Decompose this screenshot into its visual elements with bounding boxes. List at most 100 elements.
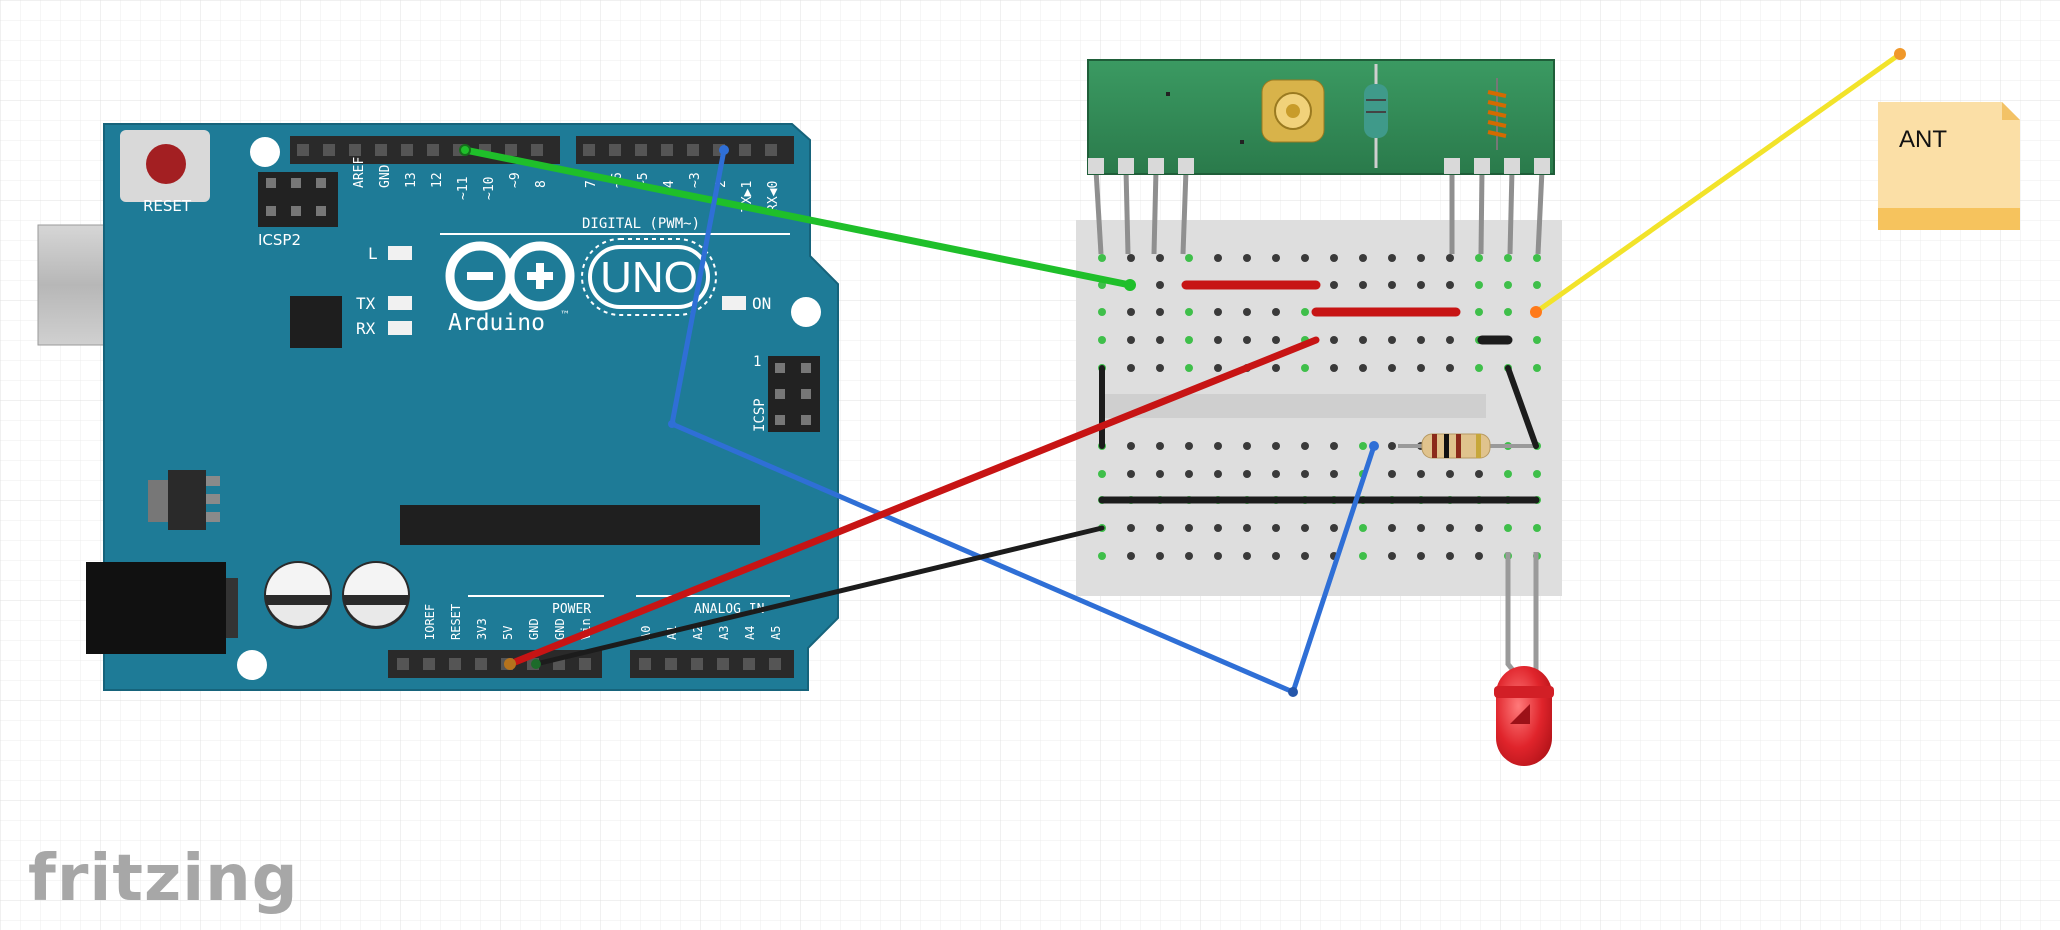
breadboard-hole bbox=[1301, 254, 1309, 262]
pin-label-a2: A2 bbox=[691, 626, 705, 640]
breadboard-hole bbox=[1388, 364, 1396, 372]
resistor[interactable] bbox=[1398, 433, 1536, 459]
breadboard-hole bbox=[1359, 281, 1367, 289]
breadboard-hole bbox=[1446, 254, 1454, 262]
breadboard-hole bbox=[1156, 308, 1164, 316]
board-pcb bbox=[103, 123, 839, 691]
breadboard-hole bbox=[1388, 442, 1396, 450]
red-led[interactable] bbox=[1494, 552, 1554, 766]
icsp2-label: ICSP2 bbox=[258, 231, 301, 249]
pin-label-reset: RESET bbox=[449, 604, 463, 640]
led-rx bbox=[388, 321, 412, 335]
reset-button-cap[interactable] bbox=[146, 144, 186, 184]
breadboard-hole bbox=[1504, 470, 1512, 478]
breadboard-hole bbox=[1504, 281, 1512, 289]
breadboard-hole bbox=[1533, 254, 1541, 262]
breadboard-hole bbox=[1272, 336, 1280, 344]
mounting-hole bbox=[237, 650, 267, 680]
breadboard-hole bbox=[1272, 524, 1280, 532]
breadboard-hole bbox=[1504, 254, 1512, 262]
breadboard-hole bbox=[1446, 281, 1454, 289]
breadboard-hole bbox=[1272, 364, 1280, 372]
mounting-hole bbox=[791, 297, 821, 327]
breadboard-hole bbox=[1475, 254, 1483, 262]
breadboard-hole bbox=[1301, 364, 1309, 372]
breadboard-hole bbox=[1214, 254, 1222, 262]
breadboard-hole bbox=[1330, 524, 1338, 532]
breadboard-hole bbox=[1214, 336, 1222, 344]
pin-label-aref: AREF bbox=[352, 157, 367, 188]
breadboard-hole bbox=[1243, 470, 1251, 478]
breadboard-hole bbox=[1417, 336, 1425, 344]
breadboard-hole bbox=[1098, 552, 1106, 560]
breadboard-hole bbox=[1330, 442, 1338, 450]
trim-potentiometer bbox=[1261, 79, 1325, 143]
breadboard-hole bbox=[1185, 308, 1193, 316]
breadboard-hole bbox=[1359, 336, 1367, 344]
note-ant[interactable]: ANT bbox=[1878, 102, 2020, 230]
breadboard-hole bbox=[1156, 552, 1164, 560]
breadboard-hole bbox=[1185, 254, 1193, 262]
rf-receiver-module[interactable] bbox=[1087, 59, 1555, 255]
led-l-label: L bbox=[368, 244, 378, 263]
breadboard-hole bbox=[1504, 308, 1512, 316]
breadboard-hole bbox=[1359, 442, 1367, 450]
module-pins-right bbox=[1449, 169, 1545, 255]
wire-yellow-antenna bbox=[1533, 51, 1903, 315]
breadboard-hole bbox=[1446, 336, 1454, 344]
breadboard-hole bbox=[1243, 442, 1251, 450]
breadboard-hole bbox=[1156, 254, 1164, 262]
breadboard-hole bbox=[1214, 470, 1222, 478]
breadboard-hole bbox=[1417, 470, 1425, 478]
breadboard-hole bbox=[1359, 254, 1367, 262]
breadboard-hole bbox=[1475, 364, 1483, 372]
breadboard-hole bbox=[1127, 254, 1135, 262]
breadboard-hole bbox=[1388, 470, 1396, 478]
breadboard-hole bbox=[1388, 254, 1396, 262]
pin-label-13: 13 bbox=[404, 172, 419, 188]
fritzing-watermark: fritzing bbox=[28, 842, 299, 916]
breadboard-hole bbox=[1475, 524, 1483, 532]
pin-label-gnd: GND bbox=[378, 164, 393, 188]
pin-label-rx0: RX◀0 bbox=[766, 181, 781, 212]
breadboard-hole bbox=[1417, 281, 1425, 289]
breadboard-hole bbox=[1156, 281, 1164, 289]
breadboard-hole bbox=[1185, 442, 1193, 450]
dc-power-jack bbox=[86, 562, 238, 654]
coil bbox=[1487, 78, 1507, 150]
uno-label: UNO bbox=[600, 253, 698, 302]
breadboard-hole bbox=[1475, 281, 1483, 289]
pin-label-ioref: IOREF bbox=[423, 604, 437, 640]
jumper-black-diagonal bbox=[1505, 365, 1539, 449]
breadboard-hole bbox=[1156, 470, 1164, 478]
breadboard-hole bbox=[1185, 470, 1193, 478]
digital-label: DIGITAL (PWM~) bbox=[582, 216, 700, 232]
breadboard-hole bbox=[1330, 336, 1338, 344]
wires bbox=[461, 51, 1903, 695]
breadboard-hole bbox=[1214, 442, 1222, 450]
reset-label: RESET bbox=[143, 197, 192, 215]
breadboard-hole bbox=[1127, 470, 1135, 478]
breadboard-hole bbox=[1301, 470, 1309, 478]
breadboard-hole bbox=[1301, 524, 1309, 532]
analog-header bbox=[630, 650, 794, 678]
breadboard-hole bbox=[1388, 524, 1396, 532]
arduino-uno-board[interactable]: RESET ICSP2 AREF GND 13 12 ~11 bbox=[37, 123, 839, 691]
breadboard-hole bbox=[1417, 552, 1425, 560]
pin-label-3: ~3 bbox=[688, 172, 703, 188]
breadboard-hole bbox=[1272, 308, 1280, 316]
breadboard-hole bbox=[1446, 524, 1454, 532]
pin-label-a5: A5 bbox=[769, 626, 783, 640]
breadboard-hole bbox=[1243, 524, 1251, 532]
breadboard-hole bbox=[1098, 470, 1106, 478]
wire-green-pin11 bbox=[461, 146, 1134, 289]
power-label: POWER bbox=[552, 602, 591, 617]
capacitor bbox=[264, 561, 332, 629]
breadboard-hole bbox=[1417, 524, 1425, 532]
pin-label-12: 12 bbox=[430, 172, 445, 188]
wire-black-gnd bbox=[533, 525, 1105, 667]
breadboard-hole bbox=[1156, 442, 1164, 450]
breadboard-hole bbox=[1156, 524, 1164, 532]
breadboard-hole bbox=[1533, 281, 1541, 289]
